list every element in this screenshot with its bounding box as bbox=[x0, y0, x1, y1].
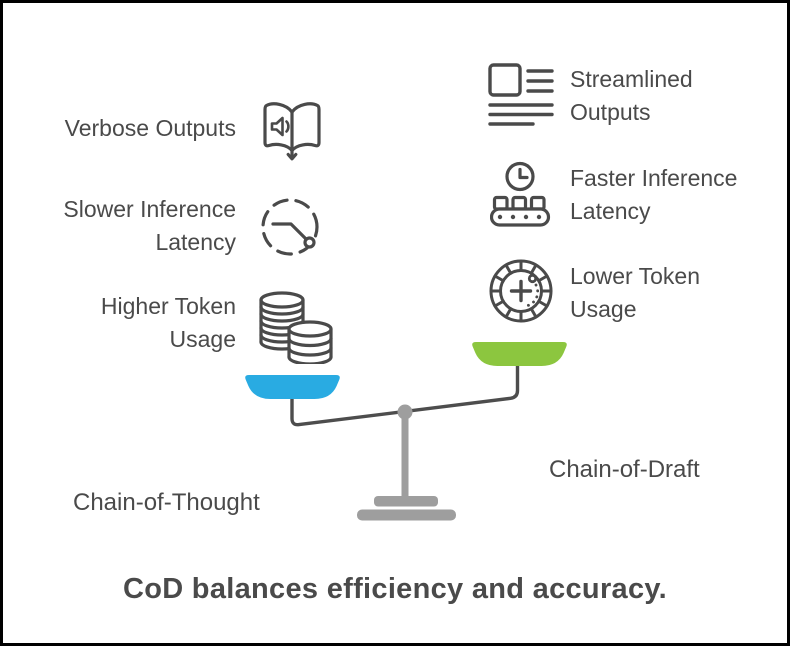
left-scale-pan bbox=[245, 375, 340, 399]
streamlined-outputs-line2: Outputs bbox=[570, 99, 651, 125]
scale-post bbox=[401, 417, 409, 498]
right-scale-pan bbox=[472, 342, 567, 366]
higher-token-line2: Usage bbox=[169, 326, 236, 352]
streamlined-outputs-label: Streamlined Outputs bbox=[570, 63, 693, 129]
caption-text: CoD balances efficiency and accuracy. bbox=[122, 573, 668, 605]
open-book-speaker-icon bbox=[259, 100, 325, 164]
lower-token-line2: Usage bbox=[570, 296, 637, 322]
balance-scale bbox=[233, 333, 583, 528]
scale-pivot bbox=[397, 404, 413, 420]
slower-inference-line1: Slower Inference bbox=[63, 196, 236, 222]
streamlined-outputs-line1: Streamlined bbox=[570, 66, 693, 92]
document-lines-icon bbox=[488, 63, 554, 129]
slow-clock-icon bbox=[260, 193, 324, 261]
coin-stacks-icon bbox=[258, 290, 336, 364]
faster-inference-line1: Faster Inference bbox=[570, 165, 738, 191]
slower-inference-label: Slower Inference Latency bbox=[63, 193, 236, 259]
token-chip-icon bbox=[487, 257, 555, 325]
chain-of-thought-label: Chain-of-Thought bbox=[73, 489, 260, 516]
higher-token-line1: Higher Token bbox=[100, 293, 236, 319]
faster-inference-label: Faster Inference Latency bbox=[570, 162, 737, 228]
higher-token-label: Higher Token Usage bbox=[101, 290, 236, 356]
chain-of-draft-label: Chain-of-Draft bbox=[549, 456, 700, 483]
slower-inference-line2: Latency bbox=[155, 229, 236, 255]
faster-inference-line2: Latency bbox=[570, 198, 651, 224]
scale-base-lower bbox=[357, 509, 456, 521]
verbose-outputs-line1: Verbose Outputs bbox=[64, 115, 236, 141]
clock-conveyor-icon bbox=[490, 161, 552, 231]
lower-token-label: Lower Token Usage bbox=[570, 260, 700, 326]
lower-token-line1: Lower Token bbox=[570, 263, 700, 289]
verbose-outputs-label: Verbose Outputs bbox=[65, 112, 236, 145]
scale-base-upper bbox=[374, 496, 438, 507]
